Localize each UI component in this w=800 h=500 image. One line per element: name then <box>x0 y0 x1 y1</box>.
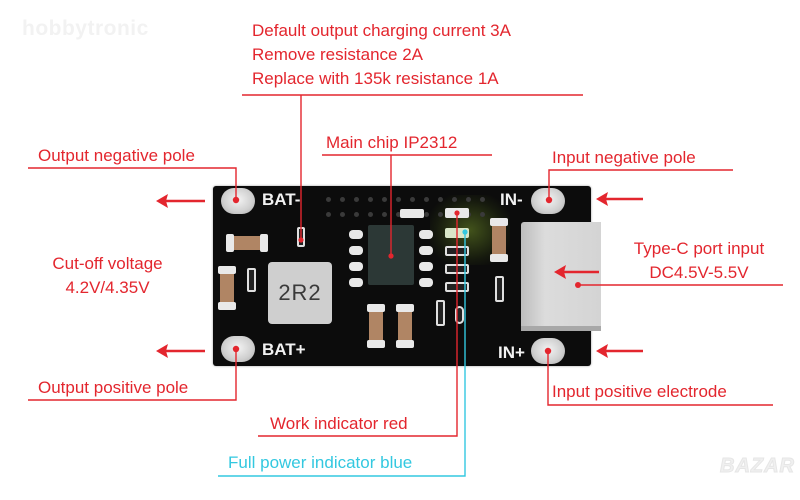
input-positive-label: Input positive electrode <box>552 382 727 401</box>
chip-pin <box>349 278 363 287</box>
main-chip-label: Main chip IP2312 <box>326 133 458 152</box>
output-positive-leader <box>28 349 237 401</box>
input-negative-dot <box>545 196 553 204</box>
silk-bat-plus: BAT+ <box>262 340 306 359</box>
header-hole <box>396 212 401 217</box>
header-hole <box>382 197 387 202</box>
input-negative-label: Input negative pole <box>552 148 696 167</box>
header-hole <box>424 197 429 202</box>
silk-in-plus: IN+ <box>498 343 525 362</box>
full-indicator-leader <box>218 232 466 477</box>
input-negative-leader <box>548 169 733 200</box>
chip-pin <box>419 246 433 255</box>
type-c-line2: DC4.5V-5.5V <box>649 263 749 282</box>
resistor <box>247 268 256 292</box>
chip-pin <box>419 230 433 239</box>
resistor <box>455 306 464 324</box>
header-hole <box>368 212 373 217</box>
header-hole <box>466 197 471 202</box>
capacitor <box>490 218 508 262</box>
header-hole <box>340 197 345 202</box>
header-hole <box>480 197 485 202</box>
type-c-line1: Type-C port input <box>633 239 765 258</box>
main-chip-dot <box>388 253 394 259</box>
header-hole <box>452 197 457 202</box>
header-hole <box>438 197 443 202</box>
full-indicator-label: Full power indicator blue <box>228 453 413 472</box>
charging-current-line2: Remove resistance 2A <box>252 45 424 64</box>
resistor <box>436 300 445 326</box>
header-hole <box>340 212 345 217</box>
bazar-watermark: BAZAR <box>720 455 795 478</box>
header-hole <box>410 197 415 202</box>
header-hole <box>438 212 443 217</box>
header-hole <box>354 212 359 217</box>
cutoff-voltage-line1: Cut-off voltage <box>52 254 163 273</box>
chip-pin <box>419 278 433 287</box>
output-positive-dot <box>232 345 240 353</box>
input-positive-leader <box>547 351 773 406</box>
work-indicator-leader <box>258 213 458 437</box>
resistor-dot <box>298 237 304 243</box>
chip-pin <box>419 262 433 271</box>
header-hole <box>368 197 373 202</box>
hobbytronic-watermark: hobbytronic <box>22 17 149 40</box>
arrow-left-icon <box>596 192 643 206</box>
silk-bat-minus: BAT- <box>262 190 301 209</box>
header-hole <box>326 197 331 202</box>
capacitor <box>367 304 385 348</box>
charging-current-line3: Replace with 135k resistance 1A <box>252 69 499 88</box>
header-hole <box>396 197 401 202</box>
arrow-left-icon <box>156 194 205 208</box>
arrow-left-icon <box>596 344 643 358</box>
output-negative-dot <box>232 196 240 204</box>
capacitor <box>226 234 268 252</box>
usb-c-port-lip <box>521 326 601 331</box>
header-hole <box>480 212 485 217</box>
chip-pin <box>349 246 363 255</box>
header-hole <box>354 197 359 202</box>
header-hole <box>382 212 387 217</box>
arrow-left-icon <box>156 344 205 358</box>
chip-pin <box>349 262 363 271</box>
header-hole <box>424 212 429 217</box>
chip-pin <box>349 230 363 239</box>
capacitor <box>396 304 414 348</box>
charging-current-line1: Default output charging current 3A <box>252 21 511 40</box>
silk-in-minus: IN- <box>500 190 523 209</box>
input-positive-dot <box>544 347 552 355</box>
capacitor <box>218 266 236 310</box>
cutoff-voltage-line2: 4.2V/4.35V <box>65 278 150 297</box>
arrow-left-icon <box>554 265 599 279</box>
header-hole <box>326 212 331 217</box>
output-positive-label: Output positive pole <box>38 378 189 397</box>
full-indicator-dot <box>462 229 468 235</box>
type-c-dot <box>575 282 581 288</box>
inductor-2r2: 2R2 <box>268 262 332 324</box>
resistor <box>495 276 504 302</box>
output-negative-leader <box>28 167 237 200</box>
work-indicator-label: Work indicator red <box>270 414 408 433</box>
smd-resistor <box>400 209 424 218</box>
work-indicator-dot <box>454 210 460 216</box>
output-negative-label: Output negative pole <box>38 146 195 165</box>
